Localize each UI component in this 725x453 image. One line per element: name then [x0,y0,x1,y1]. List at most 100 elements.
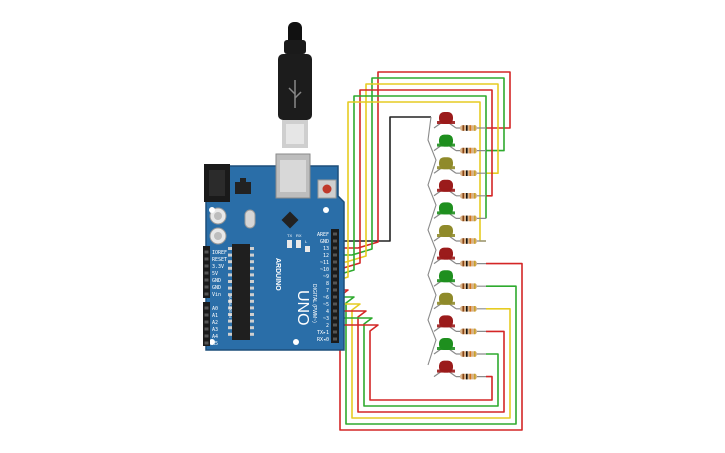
chip-pin [228,299,232,303]
header-pin-8[interactable] [333,281,337,285]
resistor[interactable] [456,283,486,289]
pin-label: GND [212,278,221,284]
wire-green-1[interactable] [339,77,505,256]
chip-pin [250,299,254,303]
led-green[interactable] [433,134,457,152]
usb-cable[interactable] [278,22,312,148]
resistor[interactable] [456,170,486,176]
resistor[interactable] [456,147,486,154]
usb-icon [288,80,302,108]
chip-pin [250,280,254,283]
wire-yellow-8[interactable] [339,303,511,419]
wire-red-11[interactable] [339,324,493,401]
led-red[interactable] [433,360,457,378]
pin-label: IOREF [212,250,227,256]
power-pin[interactable] [204,257,209,261]
resistor-body [460,373,477,380]
analog-label: ANALOG IN [228,296,233,318]
header-body [331,229,339,343]
power-pin[interactable] [204,292,209,296]
mounting-hole [209,207,215,213]
header-pin-~9[interactable] [333,274,337,278]
resistor[interactable] [456,125,486,131]
led-green[interactable] [433,202,457,219]
led-red[interactable] [433,179,457,197]
header-pin-4[interactable] [333,309,337,313]
chip-pin [228,293,232,297]
arduino-uno-board[interactable]: TX RX L ARDUINO UNO DIGITAL (PWM~) ANALO… [203,153,345,351]
pin-label: A2 [212,320,218,326]
power-pin[interactable] [204,271,209,275]
led-yellow[interactable] [433,157,457,174]
resistor[interactable] [456,306,486,312]
resistor[interactable] [456,260,486,267]
pin-label: ~3 [323,316,329,322]
analog-pin[interactable] [204,341,209,345]
analog-pin[interactable] [204,327,209,331]
header-pin-12[interactable] [333,253,337,257]
resistor-body [460,283,477,289]
usb-chip [281,211,299,229]
led-yellow[interactable] [433,225,457,242]
cathode-bus [427,116,437,366]
resistor[interactable] [456,373,486,380]
chip-pin [250,313,254,316]
header-pin-~3[interactable] [333,316,337,320]
pin-label: AREF [317,232,329,238]
tx-led [287,240,292,248]
header-pin-~11[interactable] [333,260,337,264]
resistor[interactable] [456,351,486,357]
chip-pin [228,306,232,310]
header-pin-TX▸1[interactable] [333,330,337,334]
led-green[interactable] [433,338,457,355]
wire-red-0[interactable] [339,71,511,249]
resistor-body [460,147,477,154]
power-pin[interactable] [204,285,209,289]
analog-pin[interactable] [204,313,209,317]
wire-green-10[interactable] [339,317,499,407]
chip-pin [228,313,232,316]
resistor[interactable] [456,193,486,199]
led-green[interactable] [433,270,457,287]
header-pin-2[interactable] [333,323,337,327]
header-pin-13[interactable] [333,246,337,250]
header-pin-~6[interactable] [333,295,337,299]
header-pin-~5[interactable] [333,302,337,306]
resistor[interactable] [456,238,486,244]
header-pin-7[interactable] [333,288,337,292]
led-array [433,112,486,380]
chip-pin [228,326,232,330]
pin-label: A4 [212,334,218,340]
pin-label: 8 [326,281,329,287]
model-text: UNO [294,290,311,326]
wire-green-4[interactable] [333,95,487,277]
resistor-body [460,260,477,267]
power-pin[interactable] [204,278,209,282]
wire-yellow-2[interactable] [339,83,499,263]
led-red[interactable] [433,112,457,129]
analog-pin[interactable] [204,320,209,324]
power-pin[interactable] [204,250,209,254]
reset-button-cap[interactable] [322,184,332,194]
analog-pin[interactable] [204,334,209,338]
wire-gnd[interactable] [339,116,431,242]
wire-green-7[interactable] [339,285,517,425]
analog-pin[interactable] [204,306,209,310]
resistor[interactable] [456,328,486,335]
header-pin-AREF[interactable] [333,232,337,236]
mounting-hole [323,207,329,213]
led-yellow[interactable] [433,292,457,310]
wire-red-6[interactable] [339,262,523,431]
wire-red-9[interactable] [339,310,505,413]
chip-pin [228,273,232,277]
power-pin[interactable] [204,264,209,268]
resistor[interactable] [456,215,486,222]
led-red[interactable] [433,315,457,332]
led-red[interactable] [433,247,457,265]
header-pin-GND[interactable] [333,239,337,243]
header-pin-~10[interactable] [333,267,337,271]
header-pin-RX◂0[interactable] [333,337,337,341]
